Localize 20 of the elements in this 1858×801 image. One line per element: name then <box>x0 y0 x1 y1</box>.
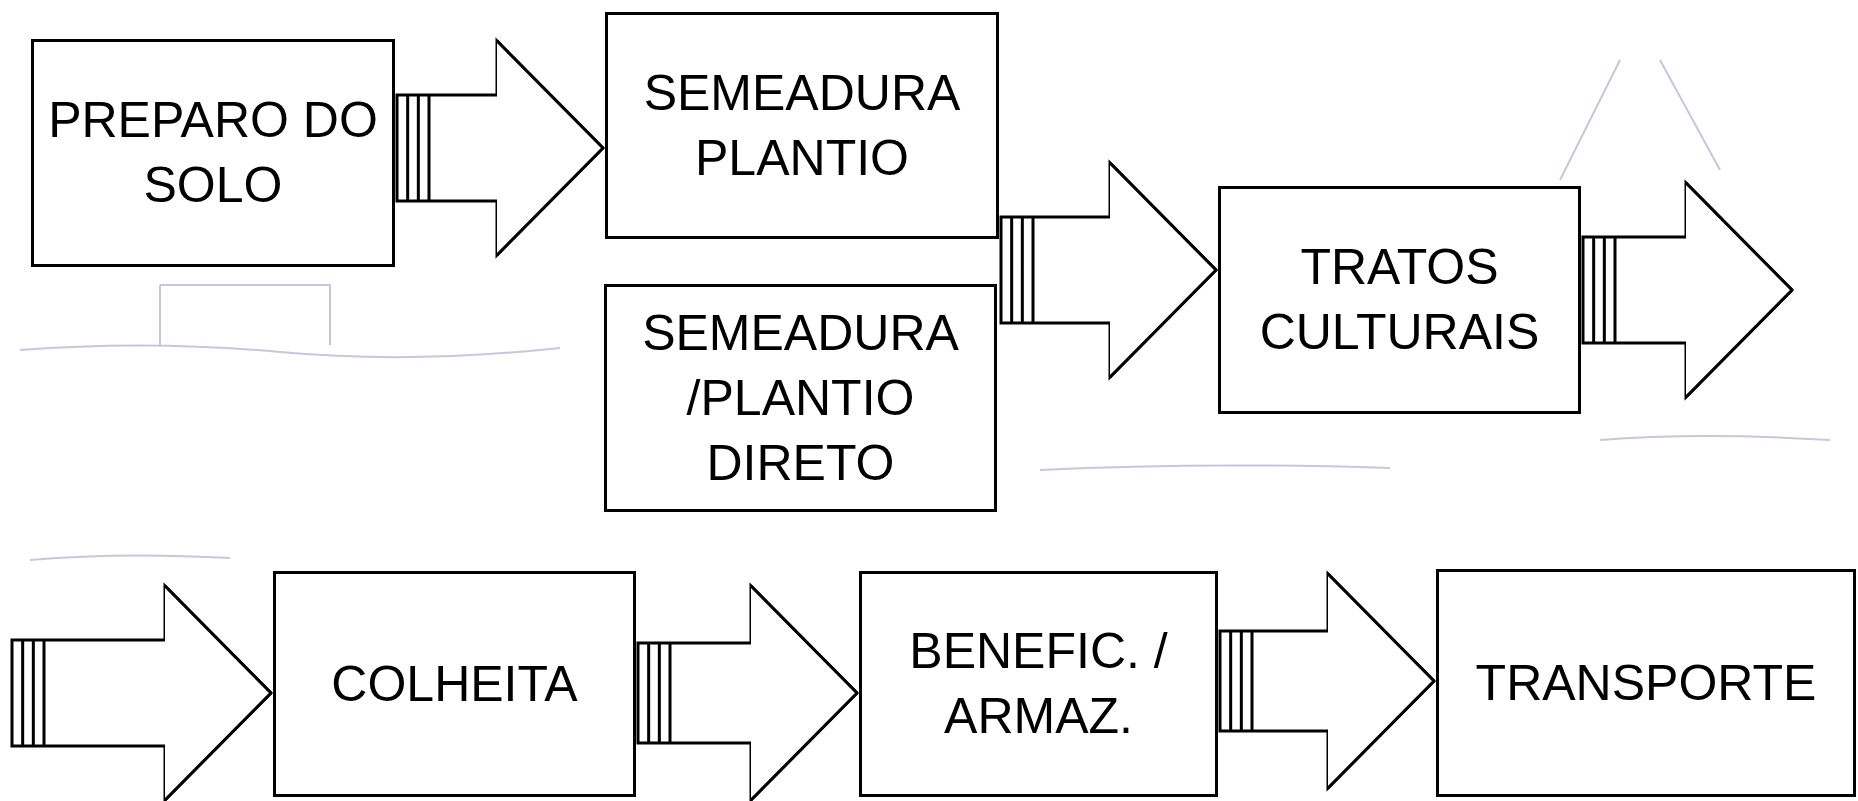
step-label: PREPARO DO SOLO <box>47 91 379 215</box>
process-box <box>605 12 999 239</box>
step-label: SEMEADURA /PLANTIO DIRETO <box>641 303 960 493</box>
step-label: TRANSPORTE <box>1474 653 1818 713</box>
process-box <box>273 571 636 797</box>
process-box <box>31 39 395 267</box>
block-arrow <box>1581 179 1794 401</box>
process-box <box>1436 569 1856 797</box>
step-label: COLHEITA <box>330 654 579 714</box>
process-box <box>1218 186 1581 414</box>
block-arrow <box>999 159 1218 381</box>
block-arrow <box>1218 570 1436 792</box>
process-box <box>604 284 997 512</box>
step-label: BENEFIC. / ARMAZ. <box>908 622 1169 746</box>
step-label: SEMEADURA PLANTIO <box>642 63 962 188</box>
step-label: TRATOS CULTURAIS <box>1258 238 1541 362</box>
block-arrow <box>10 582 273 801</box>
block-arrow <box>636 582 859 801</box>
block-arrow <box>395 37 605 259</box>
process-box <box>859 571 1218 797</box>
